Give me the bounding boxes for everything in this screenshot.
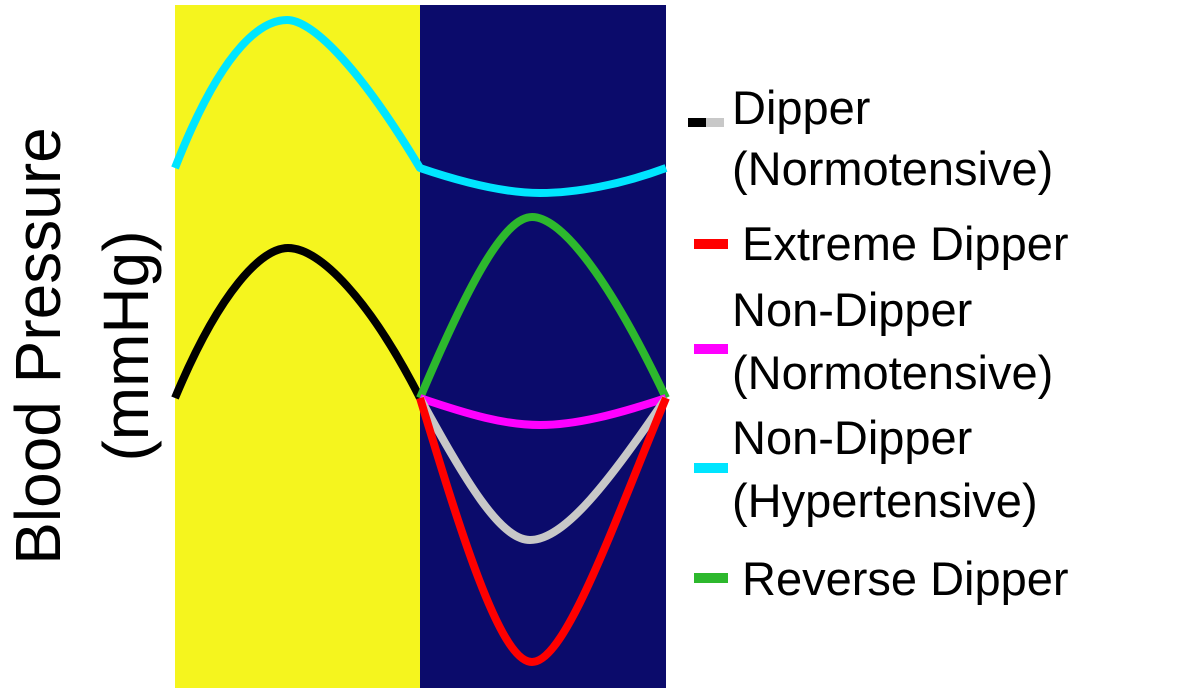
- curves: [171, 16, 670, 666]
- legend-swatch-reverse-dipper: [694, 573, 728, 583]
- legend: Dipper (Normotensive) Extreme Dipper Non…: [688, 81, 1069, 605]
- legend-swatch-dipper-light: [706, 118, 724, 127]
- y-axis-label: Blood Pressure (mmHg): [2, 127, 162, 565]
- legend-item-non-dipper-hypertensive: Non-Dipper (Hypertensive): [694, 411, 1038, 527]
- legend-swatch-extreme-dipper: [694, 239, 728, 249]
- curve-reverse-dipper: [416, 213, 670, 400]
- legend-label-dipper-line2: (Normotensive): [732, 142, 1053, 195]
- legend-label-non-dipper-normotensive-line1: Non-Dipper: [732, 283, 972, 336]
- curve-non-dipper-hypertensive: [171, 16, 668, 197]
- curve-non-dipper-normotensive: [418, 394, 668, 429]
- y-axis-label-line1: Blood Pressure: [2, 127, 74, 565]
- legend-label-non-dipper-hypertensive-line2: (Hypertensive): [732, 474, 1038, 527]
- curve-extreme-dipper: [416, 396, 670, 666]
- legend-swatch-non-dipper-normotensive: [694, 344, 728, 354]
- legend-item-extreme-dipper: Extreme Dipper: [694, 217, 1069, 270]
- legend-swatch-dipper-dark: [688, 118, 706, 127]
- legend-swatch-non-dipper-hypertensive: [694, 463, 728, 473]
- legend-item-reverse-dipper: Reverse Dipper: [694, 552, 1069, 605]
- day-panel: [175, 5, 420, 688]
- legend-label-dipper-line1: Dipper: [732, 81, 870, 134]
- curve-dipper-night: [416, 395, 670, 544]
- legend-item-non-dipper-normotensive: Non-Dipper (Normotensive): [694, 283, 1053, 399]
- legend-label-non-dipper-hypertensive-line1: Non-Dipper: [732, 411, 972, 464]
- legend-label-extreme-dipper: Extreme Dipper: [742, 217, 1069, 270]
- curve-dipper-day: [171, 244, 424, 400]
- legend-item-dipper: Dipper (Normotensive): [688, 81, 1053, 195]
- legend-label-non-dipper-normotensive-line2: (Normotensive): [732, 346, 1053, 399]
- night-panel: [420, 5, 666, 688]
- y-axis-label-line2: (mmHg): [90, 230, 162, 461]
- legend-label-reverse-dipper: Reverse Dipper: [742, 552, 1069, 605]
